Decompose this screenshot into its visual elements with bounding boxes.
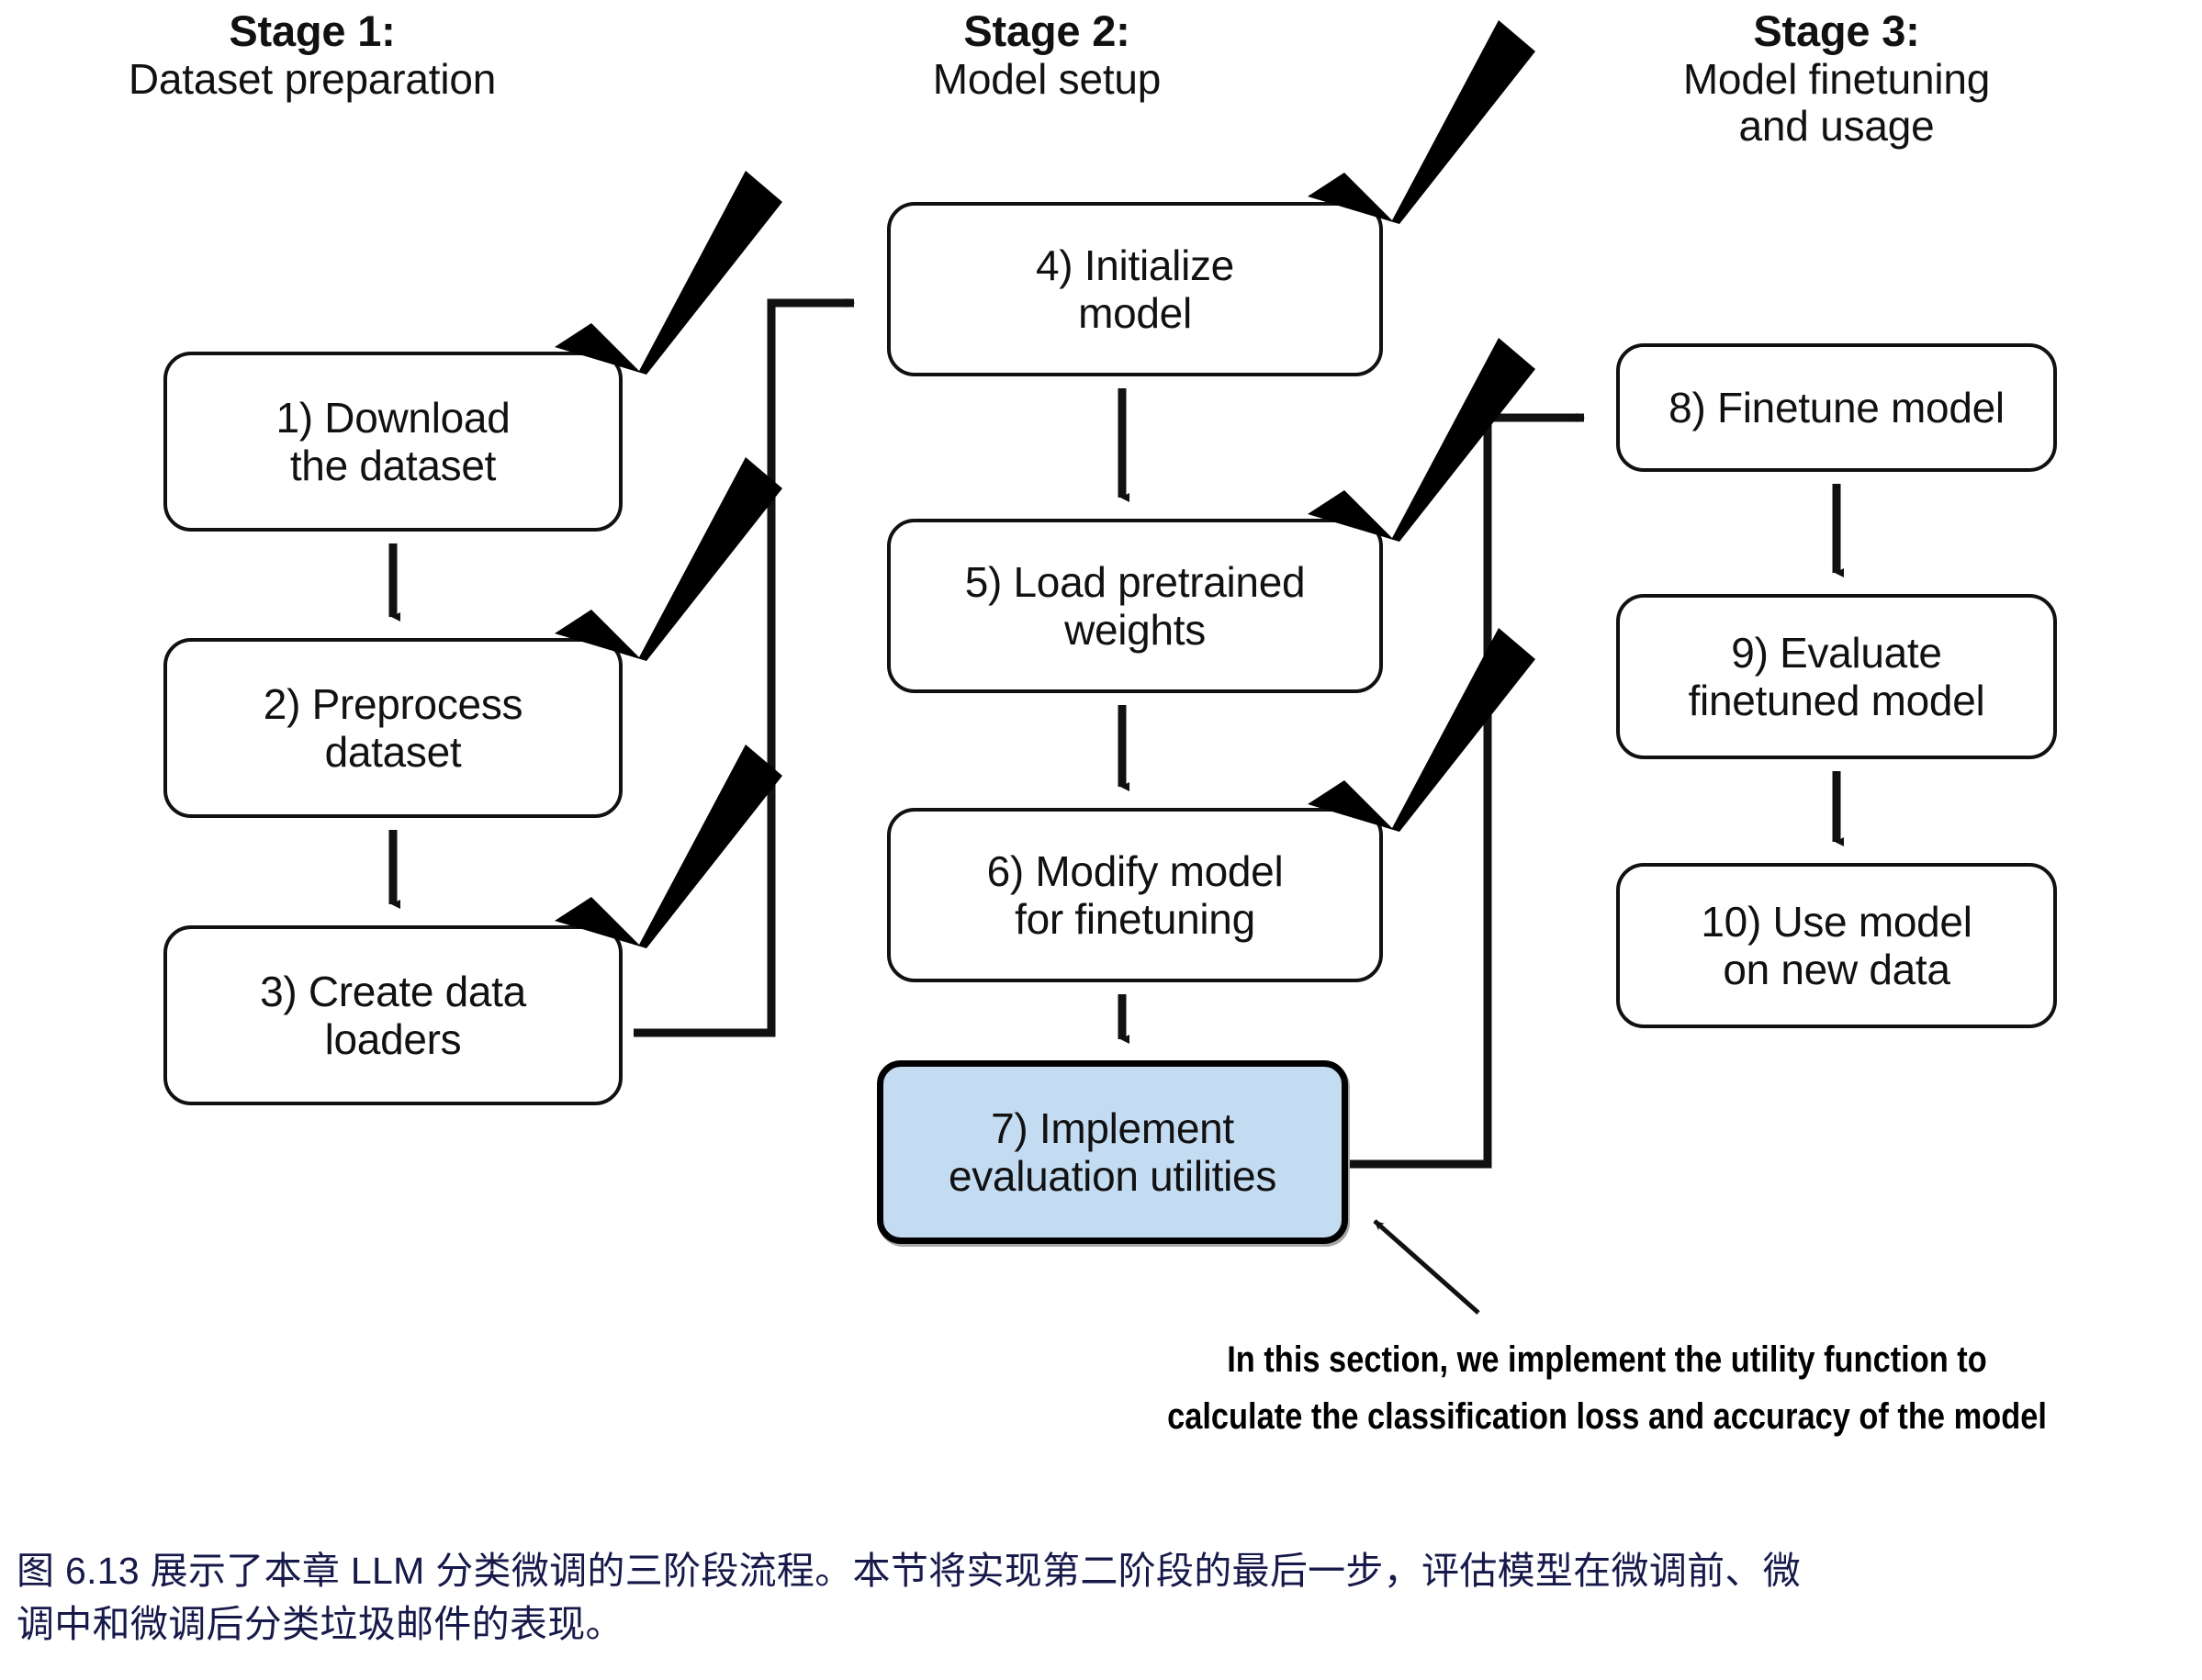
flow-node-label: 10) Use model on new data bbox=[1701, 898, 1972, 994]
annotation-pointer-arrow bbox=[1373, 1219, 1480, 1315]
caption-line-2: 调中和微调后分类垃圾邮件的表现。 bbox=[17, 1603, 624, 1646]
node-6-line2: for finetuning bbox=[1015, 895, 1255, 943]
stage-2-subheading: Model setup bbox=[932, 54, 1162, 103]
stage-3-subheading-line2: and usage bbox=[1738, 102, 1935, 151]
node-7-line1: 7) Implement bbox=[991, 1103, 1234, 1152]
flow-node-label: 6) Modify model for finetuning bbox=[987, 847, 1284, 944]
annotation-line-1: In this section, we implement the utilit… bbox=[1227, 1339, 1987, 1380]
caption-line-1: 图 6.13 展示了本章 LLM 分类微调的三阶段流程。本节将实现第二阶段的最后… bbox=[17, 1550, 1802, 1592]
flowchart-diagram: Stage 1: Dataset preparation Stage 2: Mo… bbox=[37, 6, 2121, 1445]
flow-node-initialize-model[interactable]: 4) Initialize model bbox=[887, 202, 1383, 376]
flow-node-create-data-loaders[interactable]: 3) Create data loaders bbox=[163, 925, 623, 1105]
node-10-line2: on new data bbox=[1723, 946, 1950, 993]
stage-2-title: Stage 2: Model setup bbox=[771, 6, 1322, 103]
flow-node-label: 8) Finetune model bbox=[1668, 384, 2005, 431]
node-4-line2: model bbox=[1078, 289, 1192, 337]
node-3-line1: 3) Create data bbox=[260, 967, 526, 1015]
stage-2-heading: Stage 2: bbox=[963, 6, 1130, 55]
node-8-line1: 8) Finetune model bbox=[1668, 383, 2005, 431]
flow-node-load-pretrained-weights[interactable]: 5) Load pretrained weights bbox=[887, 519, 1383, 693]
flow-node-implement-evaluation-utilities[interactable]: 7) Implement evaluation utilities bbox=[877, 1060, 1348, 1244]
stage-3-heading: Stage 3: bbox=[1753, 6, 1920, 55]
node-5-line1: 5) Load pretrained bbox=[964, 557, 1306, 606]
stage-3-subheading-line1: Model finetuning bbox=[1682, 54, 1991, 103]
flow-node-label: 7) Implement evaluation utilities bbox=[949, 1104, 1276, 1201]
stage-1-title: Stage 1: Dataset preparation bbox=[37, 6, 588, 103]
figure-caption: 图 6.13 展示了本章 LLM 分类微调的三阶段流程。本节将实现第二阶段的最后… bbox=[17, 1544, 2184, 1651]
node-9-line1: 9) Evaluate bbox=[1731, 628, 1942, 677]
flow-node-label: 9) Evaluate finetuned model bbox=[1689, 629, 1985, 725]
flow-node-modify-model-for-finetuning[interactable]: 6) Modify model for finetuning bbox=[887, 808, 1383, 982]
flow-node-evaluate-finetuned-model[interactable]: 9) Evaluate finetuned model bbox=[1616, 594, 2057, 759]
flow-node-use-model-on-new-data[interactable]: 10) Use model on new data bbox=[1616, 863, 2057, 1028]
node-5-line2: weights bbox=[1064, 606, 1206, 654]
flow-node-preprocess-dataset[interactable]: 2) Preprocess dataset bbox=[163, 638, 623, 818]
node-7-line2: evaluation utilities bbox=[948, 1152, 1277, 1200]
flow-node-label: 4) Initialize model bbox=[1036, 241, 1234, 338]
flow-node-label: 2) Preprocess dataset bbox=[263, 679, 523, 777]
connector-stage1-to-stage2 bbox=[634, 298, 855, 1037]
flow-node-label: 5) Load pretrained weights bbox=[965, 558, 1306, 655]
node-1-line2: the dataset bbox=[289, 442, 497, 489]
stage-3-title: Stage 3: Model finetuning and usage bbox=[1552, 6, 2121, 151]
node-6-line1: 6) Modify model bbox=[986, 846, 1284, 895]
connector-stage2-to-stage3 bbox=[1350, 413, 1585, 1169]
flow-node-finetune-model[interactable]: 8) Finetune model bbox=[1616, 343, 2057, 472]
node-10-line1: 10) Use model bbox=[1701, 897, 1972, 946]
node-2-line2: dataset bbox=[324, 728, 462, 776]
flow-node-label: 3) Create data loaders bbox=[260, 968, 526, 1064]
node-9-line2: finetuned model bbox=[1688, 677, 1985, 724]
stage-1-subheading: Dataset preparation bbox=[128, 54, 497, 103]
node-2-line1: 2) Preprocess bbox=[263, 679, 523, 728]
flow-node-download-the-dataset[interactable]: 1) Download the dataset bbox=[163, 352, 623, 532]
annotation-note: In this section, we implement the utilit… bbox=[1118, 1331, 2096, 1445]
stage-1-heading: Stage 1: bbox=[229, 6, 396, 55]
node-1-line1: 1) Download bbox=[275, 393, 511, 442]
node-4-line1: 4) Initialize bbox=[1036, 241, 1234, 289]
annotation-line-2: calculate the classification loss and ac… bbox=[1167, 1396, 2047, 1437]
node-3-line2: loaders bbox=[324, 1015, 462, 1063]
flow-node-label: 1) Download the dataset bbox=[276, 394, 511, 490]
